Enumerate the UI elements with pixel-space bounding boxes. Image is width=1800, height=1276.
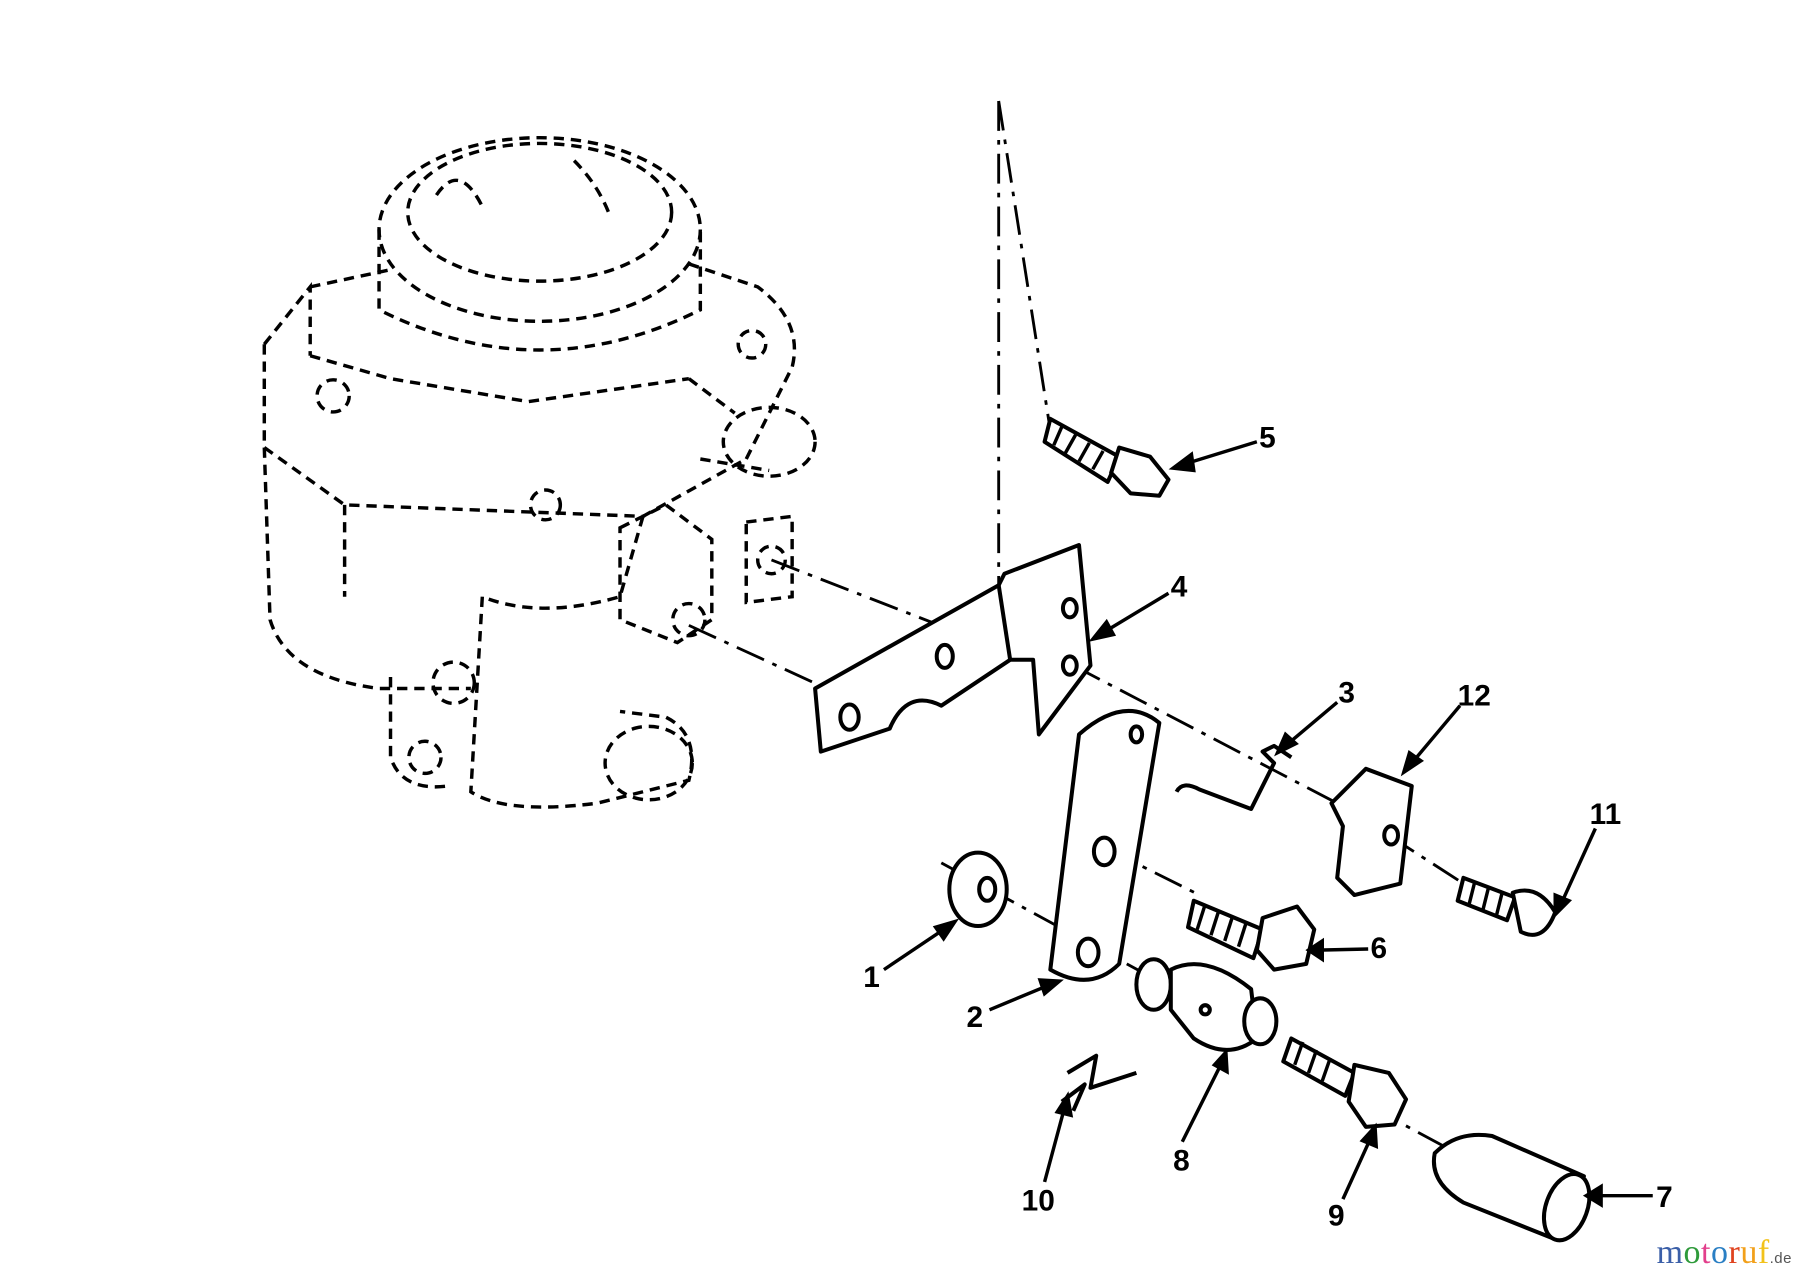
callout-9: 9 — [1328, 1200, 1345, 1233]
callout-4: 4 — [1171, 571, 1188, 604]
callout-5: 5 — [1259, 422, 1276, 455]
callout-10: 10 — [1022, 1185, 1055, 1218]
callout-11: 11 — [1590, 798, 1622, 831]
callout-7: 7 — [1656, 1181, 1673, 1214]
watermark-suffix: .de — [1769, 1250, 1792, 1267]
bolt-part-11 — [1455, 875, 1558, 937]
watermark-logo: motoruf.de — [1656, 1234, 1792, 1271]
bracket-part-4 — [813, 543, 1093, 754]
callout-8: 8 — [1173, 1144, 1190, 1177]
callout-1: 1 — [863, 961, 880, 994]
callout-12: 12 — [1458, 680, 1491, 713]
link-part-2 — [1048, 708, 1162, 982]
hairpin-part-10 — [1060, 1053, 1138, 1112]
callout-6: 6 — [1370, 932, 1387, 965]
bolt-part-6 — [1186, 898, 1317, 972]
leader-lines — [882, 440, 1653, 1208]
callout-3: 3 — [1338, 676, 1355, 709]
callout-labels: 1 2 3 4 5 6 7 8 9 10 11 12 — [863, 422, 1673, 1233]
clip-part-12 — [1329, 766, 1414, 898]
carburetor-outline — [262, 135, 817, 809]
cap-part-7 — [1431, 1132, 1592, 1243]
callout-2: 2 — [967, 1001, 984, 1034]
spring-part-3 — [1174, 743, 1293, 811]
collar-part-8 — [1134, 957, 1279, 1052]
washer-part-1 — [947, 850, 1009, 929]
bolt-part-5 — [1042, 416, 1171, 498]
bolt-part-9 — [1281, 1036, 1409, 1129]
